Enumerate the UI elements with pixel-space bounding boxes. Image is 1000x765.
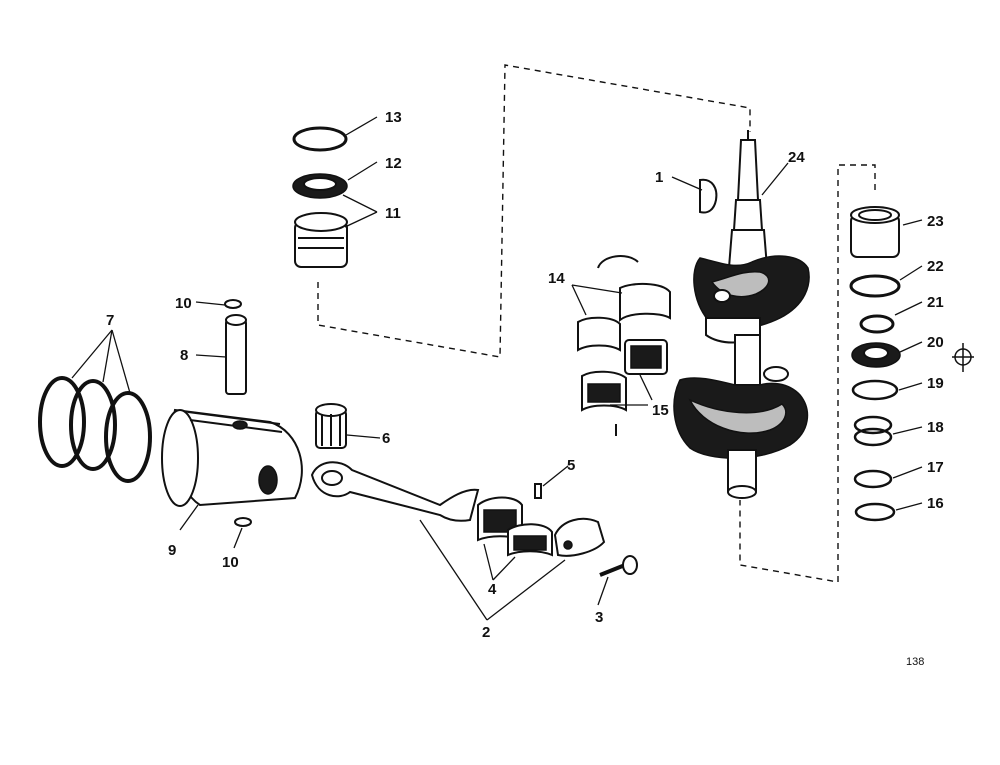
pin-retainer-bottom bbox=[234, 517, 252, 527]
right-bearing-seal-stack bbox=[849, 206, 901, 522]
callout-3: 3 bbox=[595, 609, 603, 626]
callout-6: 6 bbox=[382, 430, 390, 447]
wrist-pin-needle-bearing bbox=[315, 403, 347, 449]
callout-labels: 1 2 3 4 5 6 7 8 9 10 10 11 12 13 14 15 1… bbox=[106, 109, 944, 641]
center-main-bearing-halves bbox=[577, 255, 671, 352]
callout-15: 15 bbox=[652, 402, 669, 419]
woodruff-key bbox=[699, 178, 718, 214]
callout-2: 2 bbox=[482, 624, 490, 641]
reference-crosshair bbox=[952, 343, 974, 372]
callout-8: 8 bbox=[180, 347, 188, 364]
callout-24: 24 bbox=[788, 149, 805, 166]
connecting-rod bbox=[310, 461, 606, 557]
callout-22: 22 bbox=[927, 258, 944, 275]
callout-19: 19 bbox=[927, 375, 944, 392]
callout-10-bottom: 10 bbox=[222, 554, 239, 571]
upper-bearing-seal-stack bbox=[292, 126, 348, 268]
callout-leader-lines bbox=[71, 116, 923, 621]
assembly-guide-lines bbox=[317, 64, 876, 583]
piston-rings bbox=[38, 376, 152, 483]
pin-retainer-top bbox=[224, 299, 242, 309]
rod-bolt bbox=[599, 555, 638, 577]
callout-9: 9 bbox=[168, 542, 176, 559]
callout-16: 16 bbox=[927, 495, 944, 512]
callout-18: 18 bbox=[927, 419, 944, 436]
crankshaft bbox=[673, 130, 810, 499]
callout-13: 13 bbox=[385, 109, 402, 126]
figure-number: 138 bbox=[906, 656, 924, 668]
piston-pin bbox=[225, 314, 247, 395]
callout-5: 5 bbox=[567, 457, 575, 474]
callout-7: 7 bbox=[106, 312, 114, 329]
crankpin-bearing-halves bbox=[477, 496, 553, 557]
callout-21: 21 bbox=[927, 294, 944, 311]
callout-20: 20 bbox=[927, 334, 944, 351]
callout-10-top: 10 bbox=[175, 295, 192, 312]
callout-23: 23 bbox=[927, 213, 944, 230]
dowel-pin bbox=[534, 483, 542, 499]
callout-14: 14 bbox=[548, 270, 565, 287]
needle-bearing-cages bbox=[581, 339, 668, 436]
callout-1: 1 bbox=[655, 169, 663, 186]
callout-4: 4 bbox=[488, 581, 497, 598]
callout-11: 11 bbox=[385, 205, 401, 222]
piston bbox=[161, 408, 303, 507]
callout-12: 12 bbox=[385, 155, 402, 172]
callout-17: 17 bbox=[927, 459, 944, 476]
